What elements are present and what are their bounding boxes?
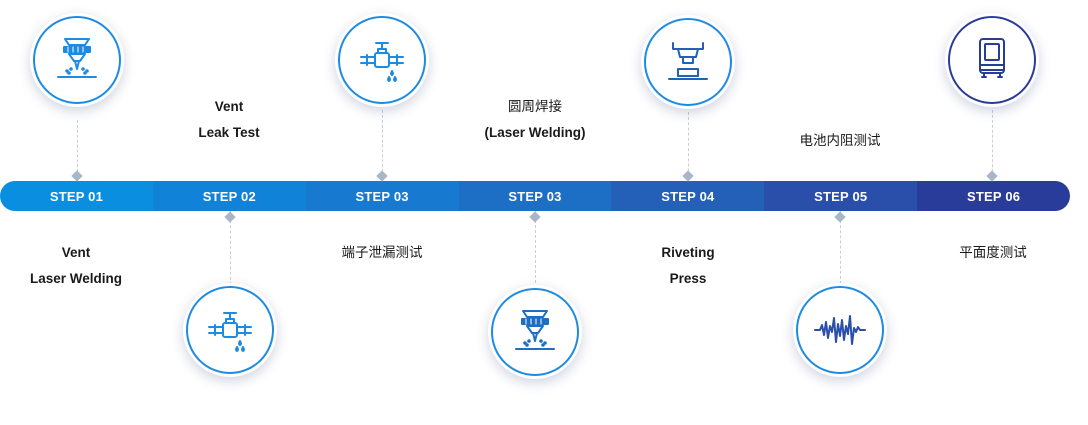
laser-welding-icon <box>515 310 555 350</box>
step-description: Vent Leak Test <box>198 99 260 140</box>
step-icon-circle <box>335 13 429 107</box>
timeline-bar: STEP 01 STEP 02 STEP 03 STEP 03 STEP 04 … <box>0 181 1070 211</box>
waveform-icon <box>814 315 866 345</box>
step-icon-circle <box>183 283 277 377</box>
step-icon-circle <box>641 15 735 109</box>
step-marker <box>71 170 83 182</box>
step-marker <box>834 211 846 223</box>
step-description: 端子泄漏测试 <box>341 245 423 260</box>
step-marker <box>986 170 998 182</box>
step-icon-circle <box>793 283 887 377</box>
step-label: STEP 02 <box>152 181 306 211</box>
step-label: STEP 05 <box>764 181 918 211</box>
step-marker <box>224 211 236 223</box>
connector-line <box>992 110 993 182</box>
step-label: STEP 04 <box>611 181 765 211</box>
connector-line <box>840 210 841 284</box>
step-icon-circle <box>945 13 1039 107</box>
step-description: 电池内阻测试 <box>799 133 881 148</box>
step-marker <box>682 170 694 182</box>
riveting-press-icon <box>668 42 708 80</box>
connector-line <box>382 110 383 182</box>
step-label: STEP 06 <box>917 181 1070 211</box>
connector-line <box>230 210 231 290</box>
step-icon-circle <box>488 285 582 379</box>
leak-valve-icon <box>360 42 404 82</box>
step-marker <box>529 211 541 223</box>
step-description: Riveting Press <box>661 245 715 286</box>
step-description: 圆周焊接 (Laser Welding) <box>484 99 586 140</box>
connector-line <box>77 120 78 182</box>
step-label: STEP 01 <box>0 181 153 211</box>
leak-valve-icon <box>208 312 252 352</box>
step-icon-circle <box>30 13 124 107</box>
step-description: 平面度测试 <box>959 245 1027 260</box>
step-label: STEP 03 <box>458 181 612 211</box>
step-label: STEP 03 <box>305 181 459 211</box>
connector-line <box>535 210 536 288</box>
laser-welding-icon <box>57 38 97 78</box>
step-marker <box>376 170 388 182</box>
connector-line <box>688 112 689 182</box>
step-description: Vent Laser Welding <box>29 245 123 286</box>
battery-cell-icon <box>979 38 1005 78</box>
